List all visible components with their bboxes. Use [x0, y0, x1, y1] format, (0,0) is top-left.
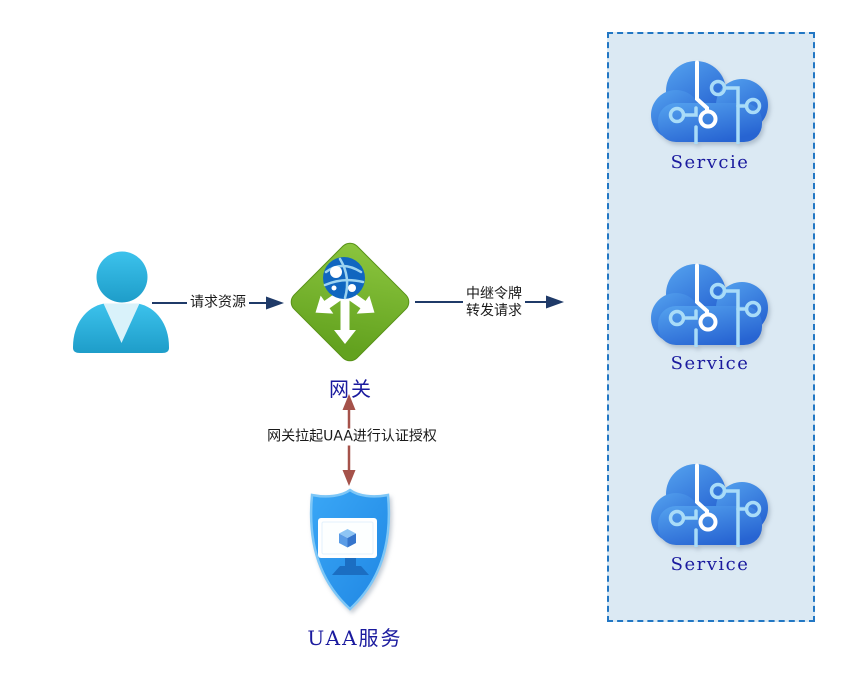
shield-monitor-icon [309, 488, 391, 611]
cloud-circuit-icon [651, 60, 768, 145]
circuit-pattern [668, 60, 762, 145]
relay-edge-label-line2: 转发请求 [466, 303, 522, 319]
user-node[interactable] [70, 248, 170, 360]
cloud-circuit-icon [651, 263, 768, 348]
user-person-icon [73, 251, 169, 353]
service-node-2[interactable] [650, 262, 770, 351]
auth-edge-label: 网关拉起UAA进行认证授权 [264, 428, 440, 446]
relay-edge-label-line1: 中继令牌 [466, 286, 522, 302]
cube-icon [339, 529, 356, 548]
application-gateway-icon [290, 242, 410, 362]
service-node-3[interactable] [650, 462, 770, 551]
service-label-1: Servcie [670, 152, 750, 173]
cloud-shape [651, 61, 768, 142]
service-label-3: Service [670, 554, 750, 575]
cloud-circuit-icon [651, 463, 768, 548]
gateway-node[interactable] [285, 237, 415, 371]
gateway-diamond [290, 242, 410, 362]
service-label-2: Service [670, 353, 750, 374]
uaa-label: UAA服务 [307, 626, 403, 650]
globe-icon [323, 257, 365, 300]
user-collar [103, 303, 140, 343]
service-node-1[interactable] [650, 59, 770, 148]
relay-edge-label: 中继令牌 转发请求 [463, 286, 525, 320]
request-edge-label: 请求资源 [187, 294, 249, 312]
gateway-label: 网关 [329, 377, 373, 401]
circuit-pattern [668, 263, 762, 348]
circuit-pattern [668, 463, 762, 548]
user-head [96, 251, 148, 303]
uaa-node[interactable] [295, 485, 405, 619]
